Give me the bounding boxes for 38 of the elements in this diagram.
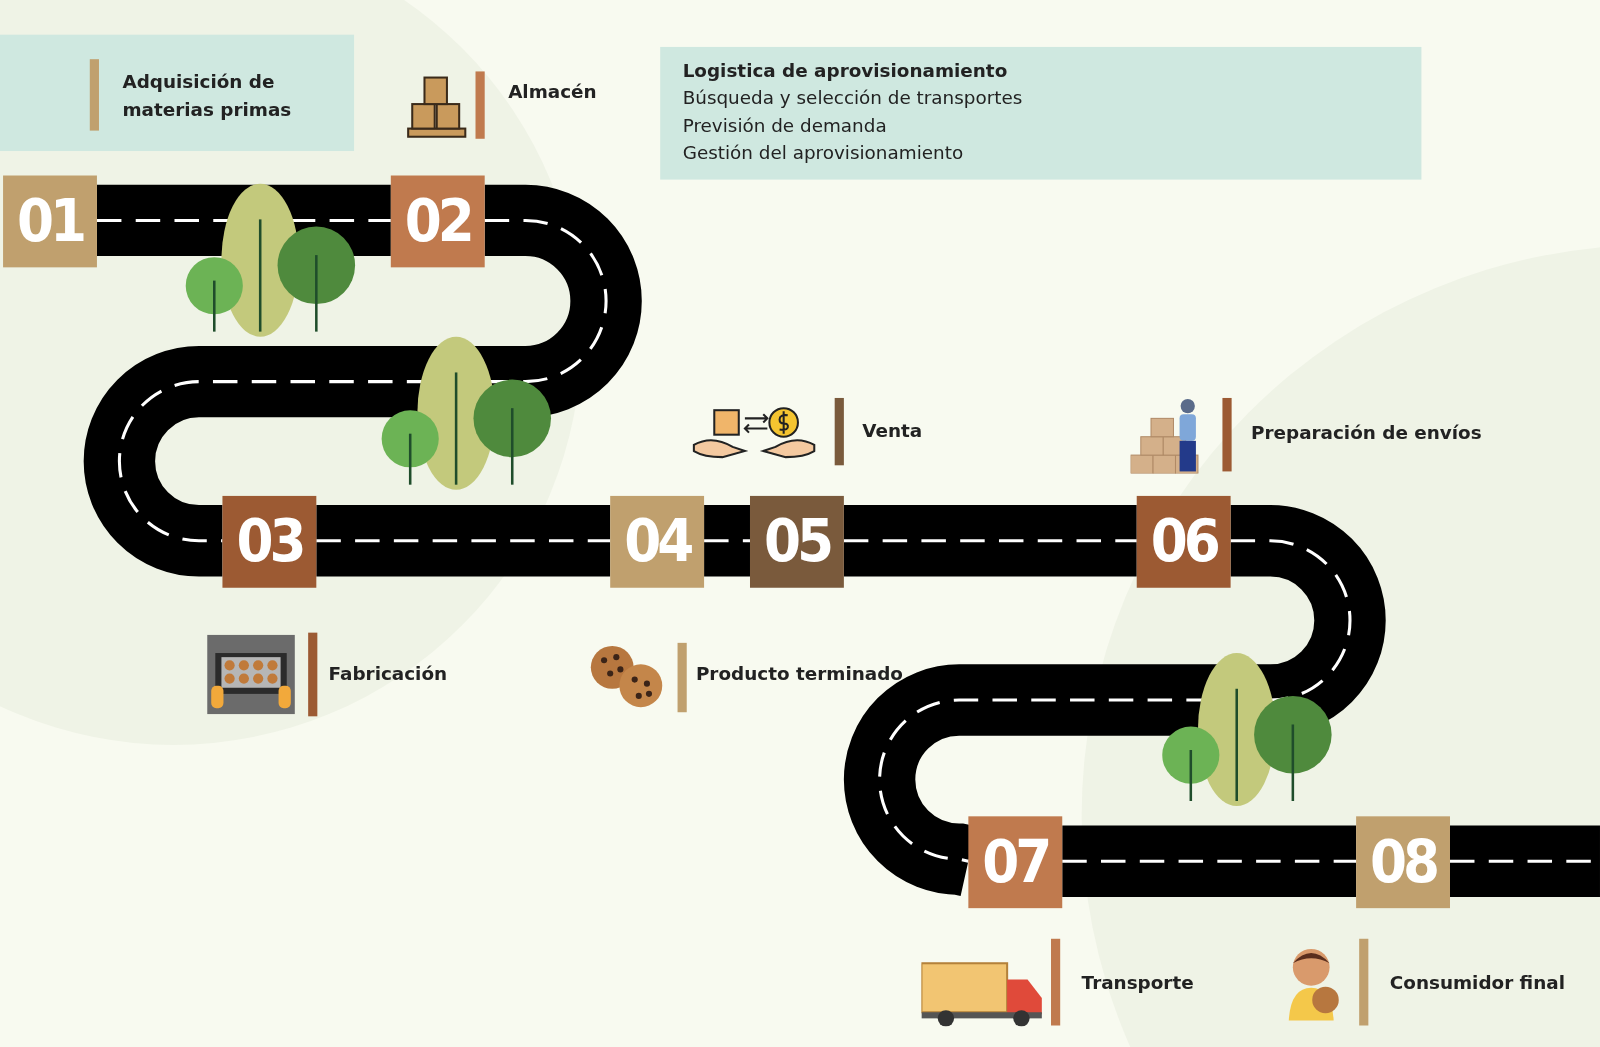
step-label: Consumidor final	[1389, 971, 1565, 993]
step-label: Fabricación	[328, 662, 448, 684]
step-number: 08	[1369, 826, 1438, 896]
step-label: Transporte	[1081, 971, 1194, 993]
step-marker	[610, 495, 705, 588]
road	[316, 505, 611, 577]
step-marker	[1356, 816, 1450, 909]
list-item: Búsqueda y selección de transportes	[682, 86, 1023, 109]
road	[704, 505, 750, 577]
step-number: 07	[981, 826, 1050, 896]
step-number: 05	[762, 506, 832, 576]
road	[843, 505, 1137, 577]
list-item: Previsión de demanda	[682, 114, 887, 136]
panel-heading: Logistica de aprovisionamiento	[682, 59, 1008, 81]
step-label: Preparación de envíos	[1251, 421, 1482, 443]
step-marker	[222, 495, 317, 588]
step-number: 03	[235, 506, 304, 576]
road	[96, 184, 391, 257]
step-marker	[390, 175, 485, 268]
step-marker	[968, 816, 1063, 909]
road	[1062, 825, 1357, 897]
list-item: Gestión del aprovisionamiento	[682, 141, 964, 164]
step-label: Adquisición de materias primas	[122, 69, 293, 123]
step-label: Venta	[862, 419, 923, 441]
info-panel	[0, 34, 355, 151]
step-marker	[1136, 495, 1231, 588]
road	[1450, 825, 1600, 897]
step-number: 01	[16, 185, 85, 256]
step-marker	[3, 175, 97, 268]
step-number: 02	[403, 185, 472, 256]
info-panel	[660, 46, 1422, 180]
step-label: Producto terminado	[695, 662, 903, 684]
road	[844, 505, 1386, 897]
road	[83, 184, 642, 577]
step-number: 04	[623, 506, 692, 576]
step-label: Almacén	[508, 80, 597, 103]
step-number: 06	[1149, 506, 1219, 576]
step-marker	[750, 495, 844, 588]
